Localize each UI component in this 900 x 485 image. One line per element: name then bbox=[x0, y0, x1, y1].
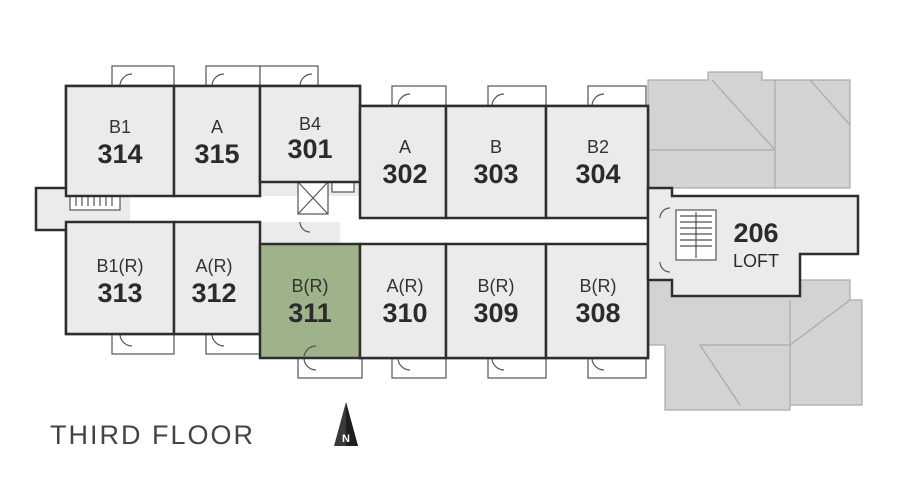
unit-type-label: A(R) bbox=[196, 256, 233, 276]
unit-number-label: 301 bbox=[287, 134, 332, 164]
unit-312[interactable]: A(R) 312 bbox=[172, 220, 262, 336]
unit-type-label: B(R) bbox=[478, 276, 515, 296]
unit-314[interactable]: B1 314 bbox=[64, 84, 176, 198]
unit-type-label: B1(R) bbox=[96, 256, 143, 276]
unit-number-label: 314 bbox=[97, 139, 142, 169]
unit-type-label: A bbox=[211, 117, 223, 137]
unit-315[interactable]: A 315 bbox=[172, 84, 262, 198]
unit-313[interactable]: B1(R) 313 bbox=[64, 220, 176, 336]
unit-308[interactable]: B(R) 308 bbox=[544, 242, 650, 360]
unit-number-label: 310 bbox=[382, 298, 427, 328]
unit-number-label: 313 bbox=[97, 278, 142, 308]
unit-number-label: 315 bbox=[194, 139, 239, 169]
unit-303[interactable]: B 303 bbox=[444, 104, 548, 220]
unit-type-label: B4 bbox=[299, 114, 321, 134]
north-arrow-icon: N bbox=[334, 402, 358, 446]
unit-311-highlighted[interactable]: B(R) 311 bbox=[258, 242, 362, 360]
unit-310[interactable]: A(R) 310 bbox=[358, 242, 448, 360]
unit-type-label: B(R) bbox=[292, 276, 329, 296]
unit-number-label: 311 bbox=[288, 298, 332, 328]
lower-roof bbox=[647, 71, 863, 411]
unit-type-label: A bbox=[399, 137, 411, 157]
unit-type-label: B bbox=[490, 137, 502, 157]
unit-type-label: B1 bbox=[109, 117, 131, 137]
north-label: N bbox=[342, 433, 350, 445]
loft-label: LOFT bbox=[733, 251, 779, 271]
unit-number-label: 309 bbox=[473, 298, 518, 328]
unit-type-label: B2 bbox=[587, 137, 609, 157]
balconies-bottom bbox=[111, 333, 647, 379]
unit-301[interactable]: B4 301 bbox=[258, 84, 362, 184]
unit-number-label: 303 bbox=[473, 159, 518, 189]
unit-type-label: A(R) bbox=[387, 276, 424, 296]
unit-309[interactable]: B(R) 309 bbox=[444, 242, 548, 360]
floor-title: THIRD FLOOR bbox=[50, 420, 255, 450]
unit-number-label: 308 bbox=[575, 298, 620, 328]
unit-type-label: B(R) bbox=[580, 276, 617, 296]
balconies-top bbox=[111, 65, 647, 107]
loft-number-label: 206 bbox=[733, 218, 778, 248]
unit-number-label: 304 bbox=[575, 159, 620, 189]
unit-206-loft[interactable]: 206 LOFT bbox=[646, 186, 860, 298]
unit-302[interactable]: A 302 bbox=[358, 104, 448, 220]
unit-number-label: 302 bbox=[382, 159, 427, 189]
unit-number-label: 312 bbox=[191, 278, 236, 308]
unit-304[interactable]: B2 304 bbox=[544, 104, 650, 220]
